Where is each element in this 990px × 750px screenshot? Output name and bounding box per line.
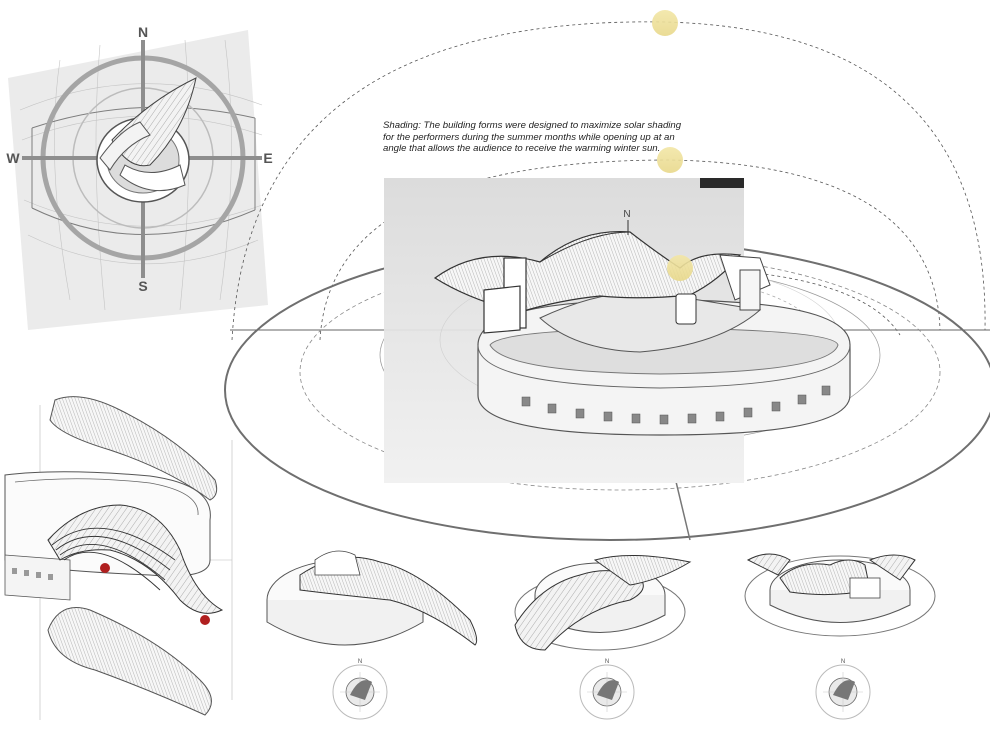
compass-north-label: N <box>138 24 148 40</box>
connection-marker <box>200 615 210 625</box>
upper-ribbon-form <box>49 396 218 501</box>
main-render: N <box>384 178 851 483</box>
compass-west-label: W <box>6 150 20 166</box>
axon-view-3 <box>744 553 936 637</box>
exploded-axonometric <box>4 396 233 720</box>
model-north-label: N <box>623 209 630 220</box>
mini-plan-north-label: N <box>605 659 609 665</box>
compass-south-label: S <box>138 278 147 294</box>
mini-plan-outer-ring <box>815 664 871 720</box>
axon-view-1 <box>266 550 478 646</box>
summer-sun <box>652 10 678 36</box>
mini-plan-outer-ring <box>332 664 388 720</box>
stage-towers <box>483 257 761 334</box>
mini-plan-3: N <box>815 659 871 720</box>
axon-view-2 <box>514 555 692 651</box>
mini-plan-outer-ring <box>579 664 635 720</box>
connection-marker <box>100 563 110 573</box>
shading-roof <box>433 230 771 353</box>
mini-plan-north-label: N <box>841 659 845 665</box>
compass-building-plan <box>96 77 197 203</box>
roof-ribs <box>51 527 176 591</box>
compass-diagram: N S W E <box>6 24 273 330</box>
equinox-sun <box>657 147 683 173</box>
shading-caption: Shading: The building forms were designe… <box>383 120 682 155</box>
winter-sun <box>667 255 693 281</box>
mid-ribbon-form <box>47 504 224 614</box>
lower-ribbon-form <box>47 607 212 716</box>
mini-plan-north-label: N <box>358 659 362 665</box>
compass-east-label: E <box>263 150 272 166</box>
mini-plan-2: N <box>579 659 635 720</box>
drum-windows <box>521 385 831 425</box>
mini-plan-1: N <box>332 659 388 720</box>
